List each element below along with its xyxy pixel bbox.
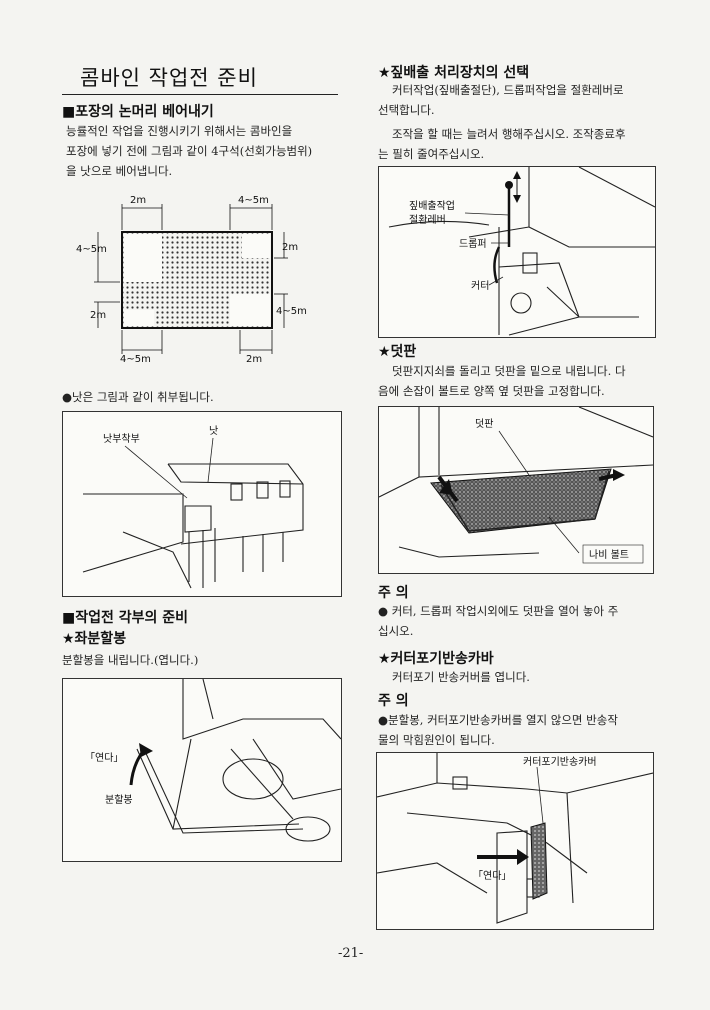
extension-plate-figure: 덧판 나비 볼트 xyxy=(378,406,654,574)
caution-title-2: 주 의 xyxy=(378,693,409,709)
label-open-cover: 「연다」 xyxy=(473,870,511,882)
text-line: 선택합니다. xyxy=(378,103,435,117)
label-cutter-cover: 커터포기반송카버 xyxy=(523,756,597,768)
text-line: 을 낫으로 베어냅니다. xyxy=(66,164,173,178)
dim-right-lower: 4~5m xyxy=(276,306,307,317)
dim-bottom-left: 4~5m xyxy=(120,354,151,365)
label-lever-2: 절환레버 xyxy=(409,213,446,226)
cutter-cover-figure: 커터포기반송카버 「연다」 xyxy=(376,752,654,930)
text-line: 십시오. xyxy=(378,624,414,638)
section-heading-extension-plate: ★덧판 xyxy=(378,344,417,360)
section-heading-cutter-cover: ★커터포기반송카바 xyxy=(378,651,494,667)
label-divider-rod: 분할봉 xyxy=(105,794,133,806)
dim-left-upper: 4~5m xyxy=(76,244,107,255)
label-wing-bolt: 나비 볼트 xyxy=(589,549,629,561)
text-line: ●분할봉, 커터포기반송카버를 열지 않으면 반송작 xyxy=(378,713,618,727)
text-line: 포장에 넣기 전에 그림과 같이 4구석(선회가능범위) xyxy=(66,144,313,158)
dim-right-upper: 2m xyxy=(282,242,298,253)
text-line: 능률적인 작업을 진행시키기 위해서는 콤바인을 xyxy=(66,124,293,138)
section-heading-prep: ■작업전 각부의 준비 xyxy=(62,610,189,626)
field-edge-text: 능률적인 작업을 진행시키기 위해서는 콤바인을 포장에 넣기 전에 그림과 같… xyxy=(66,121,346,181)
text-line: 조작을 할 때는 늘려서 행해주십시오. 조작종료후 xyxy=(392,127,626,141)
text-line: 커터작업(짚배출절단), 드롭퍼작업을 절환레버로 xyxy=(392,83,624,97)
section-heading-field-edge: ■포장의 논머리 베어내기 xyxy=(62,104,214,120)
straw-discharge-text: 커터작업(짚배출절단), 드롭퍼작업을 절환레버로 선택합니다. 조작을 할 때… xyxy=(378,80,660,164)
field-corner-diagram: 2m 4~5m 4~5m 2m 2m 4~5m 4~5m 2m xyxy=(76,195,307,365)
caution-text-1: ● 커터, 드롭퍼 작업시외에도 덧판을 열어 놓아 주 십시오. xyxy=(378,601,660,641)
switch-lever-figure: 짚배출작업 절환레버 드롭퍼 커터 xyxy=(378,166,656,338)
text-line: 덧판지지쇠를 돌리고 덧판을 밑으로 내립니다. 다 xyxy=(392,364,626,378)
label-sickle-holder: 낫부착부 xyxy=(103,433,140,445)
label-cutter: 커터 xyxy=(471,280,489,292)
divider-rod-text: 분할봉을 내립니다.(엽니다.) xyxy=(62,653,199,667)
text-line: 는 필히 줄여주십시오. xyxy=(378,147,485,161)
text-line: 물의 막힘원인이 됩니다. xyxy=(378,733,495,747)
label-sickle: 낫 xyxy=(209,425,218,437)
title-rule xyxy=(62,94,338,95)
page-number: -21- xyxy=(338,946,364,961)
text-line: 음에 손잡이 볼트로 양쪽 옆 덧판을 고정합니다. xyxy=(378,384,605,398)
sub-heading-divider-rod: ★좌분할봉 xyxy=(62,631,127,647)
label-lever-1: 짚배출작업 xyxy=(409,199,455,212)
caution-title-1: 주 의 xyxy=(378,585,409,601)
page-title: 콤바인 작업전 준비 xyxy=(80,66,258,90)
caution-text-2: ●분할봉, 커터포기반송카버를 열지 않으면 반송작 물의 막힘원인이 됩니다. xyxy=(378,710,660,750)
divider-rod-figure: 「연다」 분할봉 xyxy=(62,678,342,862)
dim-bottom-right: 2m xyxy=(246,354,262,365)
dim-top-left: 2m xyxy=(130,195,146,206)
label-extension-plate: 덧판 xyxy=(475,418,493,430)
text-line: ● 커터, 드롭퍼 작업시외에도 덧판을 열어 놓아 주 xyxy=(378,604,619,618)
label-open: 「연다」 xyxy=(85,752,123,764)
cutter-cover-text: 커터포기 반송커버를 엽니다. xyxy=(392,670,530,684)
section-heading-straw-discharge: ★짚배출 처리장치의 선택 xyxy=(378,65,530,81)
extension-plate-text: 덧판지지쇠를 돌리고 덧판을 밑으로 내립니다. 다 음에 손잡이 볼트로 양쪽… xyxy=(378,361,660,401)
label-dropper: 드롭퍼 xyxy=(459,238,487,250)
sickle-note: ●낫은 그림과 같이 취부됩니다. xyxy=(62,390,214,404)
dim-left-lower: 2m xyxy=(90,310,106,321)
sickle-mount-figure: 낫부착부 낫 xyxy=(62,411,342,597)
dim-top-right: 4~5m xyxy=(238,195,269,206)
